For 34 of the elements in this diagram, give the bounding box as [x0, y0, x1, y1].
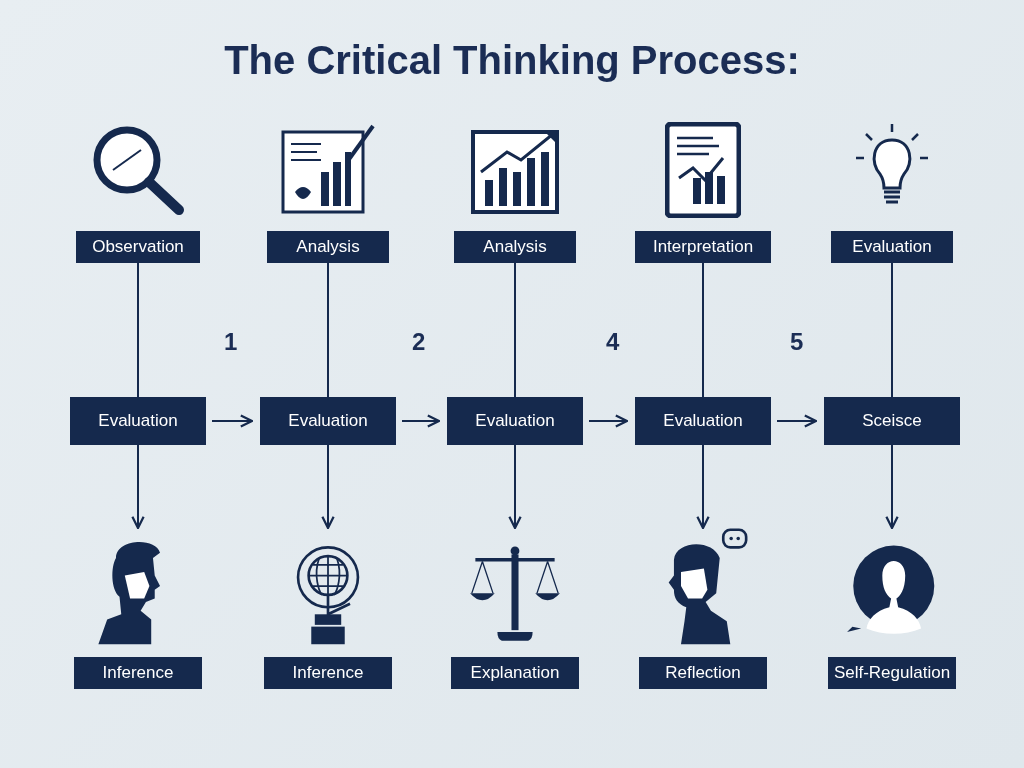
connector-line	[702, 262, 704, 398]
step-label: Evaluation	[831, 231, 953, 263]
arrow	[211, 414, 254, 428]
step-label: Self-Regulation	[828, 657, 956, 689]
step-label: Analysis	[267, 231, 389, 263]
step-label: Inference	[264, 657, 392, 689]
title: The Critical Thinking Process:	[223, 38, 801, 83]
step-label: Analysis	[454, 231, 576, 263]
step-number: 2	[412, 328, 426, 356]
connector-line	[327, 262, 329, 398]
step-label: Interpretation	[635, 231, 771, 263]
arrow	[321, 444, 335, 530]
step-label: Observation	[76, 231, 200, 263]
step-number: 1	[224, 328, 238, 356]
step-number: 4	[606, 328, 620, 356]
arrow	[776, 414, 818, 428]
process-box: Evaluation	[70, 397, 206, 445]
step-label: Explanation	[451, 657, 579, 689]
step-number: 5	[790, 328, 804, 356]
process-box: Sceisce	[824, 397, 960, 445]
process-box: Evaluation	[447, 397, 583, 445]
process-box: Evaluation	[635, 397, 771, 445]
arrow	[508, 444, 522, 530]
arrow	[131, 444, 145, 530]
arrow	[588, 414, 629, 428]
arrow	[401, 414, 441, 428]
connector-line	[514, 262, 516, 398]
process-box: Evaluation	[260, 397, 396, 445]
arrow	[885, 444, 899, 530]
step-label: Inference	[74, 657, 202, 689]
arrow	[696, 444, 710, 530]
step-label: Reflection	[639, 657, 767, 689]
connector-line	[891, 262, 893, 398]
connector-line	[137, 262, 139, 398]
